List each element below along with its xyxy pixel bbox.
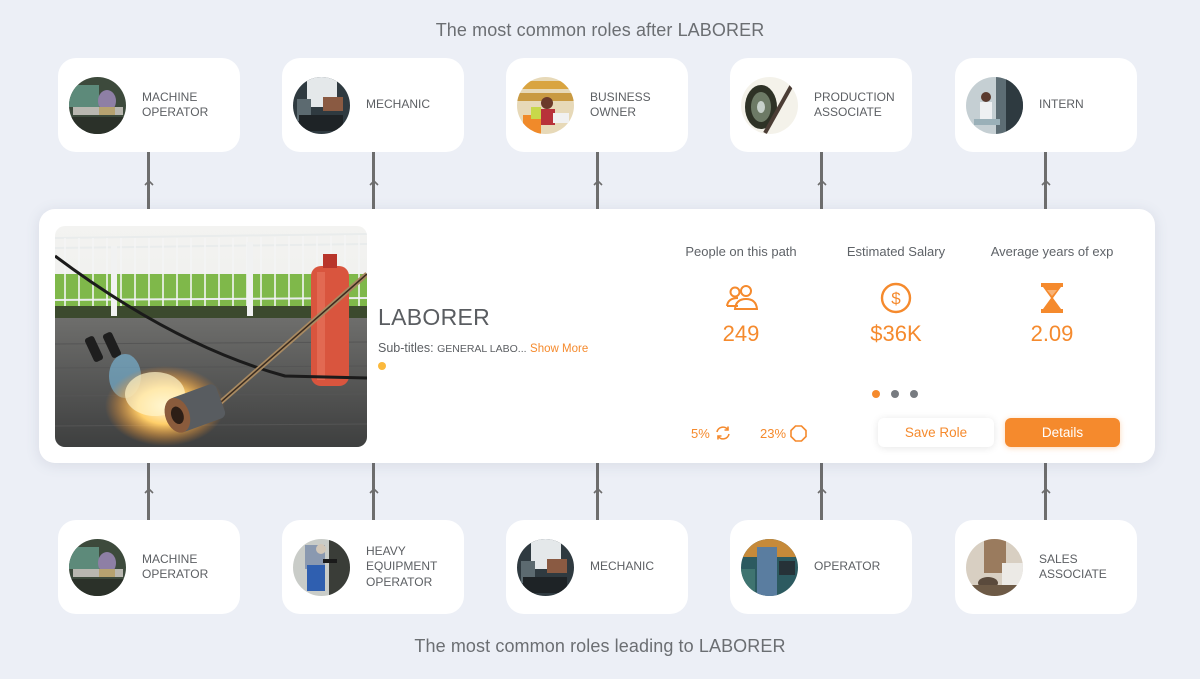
role-label: INTERN bbox=[1039, 97, 1084, 112]
metric-value: 23% bbox=[760, 426, 787, 441]
arrow-up-icon bbox=[817, 179, 827, 186]
role-subtitles: Sub-titles: GENERAL LABO... Show More bbox=[378, 341, 588, 355]
show-more-link[interactable]: Show More bbox=[530, 343, 589, 355]
operator-avatar bbox=[741, 538, 798, 596]
previous-roles-heading: The most common roles leading to LABORER bbox=[414, 636, 786, 656]
dollar-circle-icon: $ bbox=[879, 281, 913, 315]
arrow-up-icon bbox=[1041, 179, 1051, 186]
mechanic-avatar bbox=[517, 538, 574, 596]
role-label: HEAVY EQUIPMENT OPERATOR bbox=[366, 543, 438, 589]
machine-operator-avatar bbox=[69, 76, 126, 134]
role-label: MECHANIC bbox=[590, 559, 655, 574]
pager-dot-2[interactable] bbox=[891, 390, 899, 398]
subtitles-label: Sub-titles: bbox=[378, 341, 434, 355]
current-role-card: LABORER Sub-titles: GENERAL LABO... Show… bbox=[39, 209, 1155, 463]
stats-pager bbox=[872, 390, 918, 398]
role-label: SALES ASSOCIATE bbox=[1039, 551, 1107, 582]
next-role-card-mechanic[interactable]: MECHANIC bbox=[282, 58, 464, 152]
next-role-card-machine-operator[interactable]: MACHINE OPERATOR bbox=[58, 58, 240, 152]
sales-associate-avatar bbox=[966, 538, 1023, 596]
heavy-equipment-operator-avatar bbox=[293, 538, 350, 596]
next-roles-heading: The most common roles after LABORER bbox=[435, 20, 765, 40]
people-icon bbox=[724, 281, 758, 315]
octagon-icon bbox=[790, 425, 807, 442]
role-label: MACHINE OPERATOR bbox=[142, 551, 209, 582]
role-label: BUSINESS OWNER bbox=[590, 89, 651, 120]
refresh-icon bbox=[716, 426, 730, 440]
role-label: MECHANIC bbox=[366, 97, 431, 112]
role-title: LABORER bbox=[378, 304, 491, 330]
svg-text:$: $ bbox=[891, 289, 901, 308]
stat-label: Average years of exp bbox=[990, 244, 1114, 259]
arrow-up-icon bbox=[144, 487, 154, 494]
pager-dot-3[interactable] bbox=[910, 390, 918, 398]
arrow-up-icon bbox=[593, 487, 603, 494]
pager-dot-1[interactable] bbox=[872, 390, 880, 398]
arrow-up-icon bbox=[593, 179, 603, 186]
intern-avatar bbox=[966, 76, 1023, 134]
next-role-card-production-associate[interactable]: PRODUCTION ASSOCIATE bbox=[730, 58, 912, 152]
next-role-card-business-owner[interactable]: BUSINESS OWNER bbox=[506, 58, 688, 152]
stat-people-on-path: People on this path 249 bbox=[666, 244, 816, 347]
stat-estimated-salary: Estimated Salary $ $36K bbox=[821, 244, 971, 347]
save-role-button[interactable]: Save Role bbox=[878, 418, 994, 447]
arrow-up-icon bbox=[369, 179, 379, 186]
previous-role-card-mechanic[interactable]: MECHANIC bbox=[506, 520, 688, 614]
previous-role-card-operator[interactable]: OPERATOR bbox=[730, 520, 912, 614]
metric-turnover: 5% bbox=[691, 425, 732, 441]
role-label: OPERATOR bbox=[814, 559, 881, 574]
arrow-up-icon bbox=[1041, 487, 1051, 494]
metric-retention: 23% bbox=[760, 425, 807, 442]
role-hero-image bbox=[55, 226, 367, 447]
next-role-card-intern[interactable]: INTERN bbox=[955, 58, 1137, 152]
subtitles-value: GENERAL LABO... bbox=[437, 343, 527, 355]
machine-operator-avatar bbox=[69, 538, 126, 596]
business-owner-avatar bbox=[517, 76, 574, 134]
role-label: PRODUCTION ASSOCIATE bbox=[814, 89, 895, 120]
mechanic-avatar bbox=[293, 76, 350, 134]
hourglass-icon bbox=[1035, 281, 1069, 315]
arrow-up-icon bbox=[369, 487, 379, 494]
arrow-up-icon bbox=[817, 487, 827, 494]
stat-label: People on this path bbox=[685, 244, 797, 259]
details-button[interactable]: Details bbox=[1005, 418, 1120, 447]
stat-value: 2.09 bbox=[1030, 321, 1074, 346]
previous-role-card-heavy-equipment-operator[interactable]: HEAVY EQUIPMENT OPERATOR bbox=[282, 520, 464, 614]
stat-label: Estimated Salary bbox=[846, 244, 946, 259]
previous-role-card-sales-associate[interactable]: SALES ASSOCIATE bbox=[955, 520, 1137, 614]
previous-role-card-machine-operator[interactable]: MACHINE OPERATOR bbox=[58, 520, 240, 614]
stat-value: $36K bbox=[870, 321, 922, 346]
production-associate-avatar bbox=[741, 76, 798, 134]
metric-value: 5% bbox=[691, 425, 710, 441]
stat-average-years-exp: Average years of exp 2.09 bbox=[977, 244, 1127, 347]
arrow-up-icon bbox=[144, 179, 154, 186]
status-indicator-dot bbox=[378, 362, 386, 370]
stat-value: 249 bbox=[722, 321, 760, 346]
role-label: MACHINE OPERATOR bbox=[142, 89, 209, 120]
